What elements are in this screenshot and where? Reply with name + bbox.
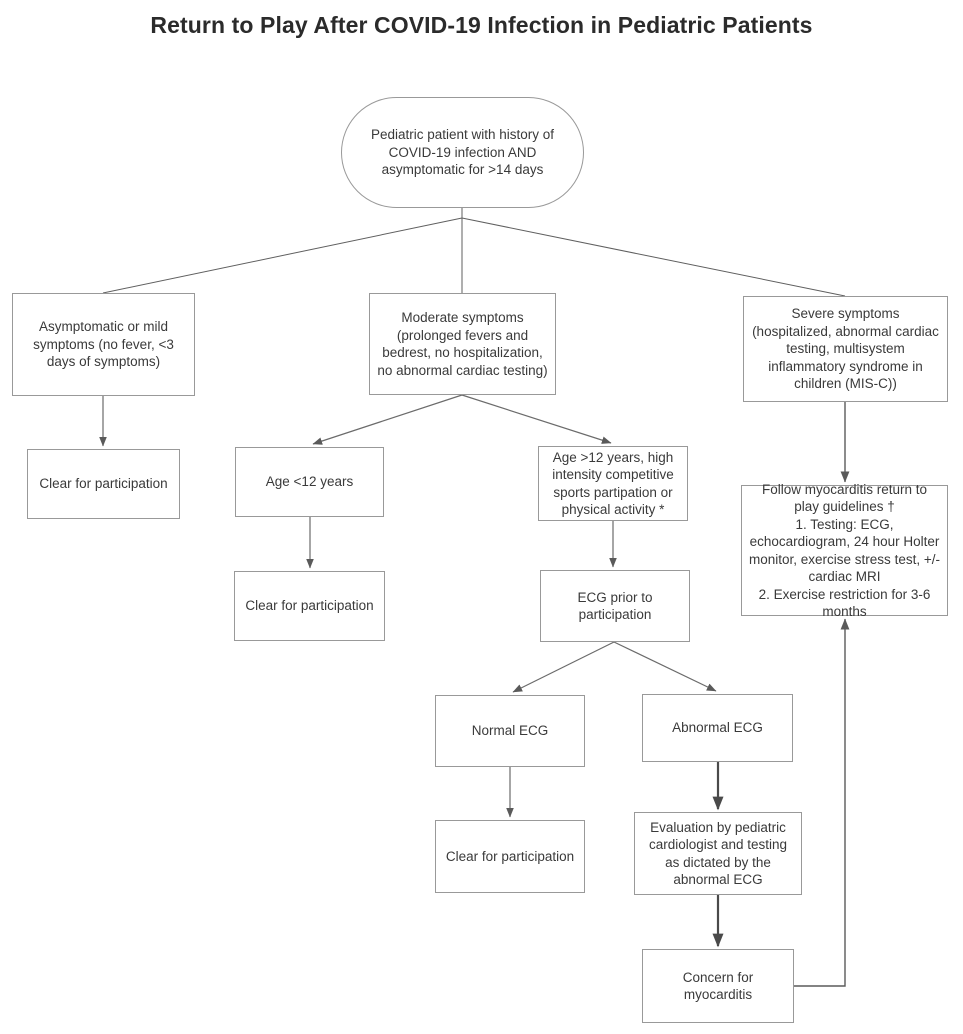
- node-age-over-12[interactable]: Age >12 years, high intensity competitiv…: [538, 446, 688, 521]
- node-moderate-symptoms-label: Moderate symptoms (prolonged fevers and …: [377, 310, 548, 378]
- page-title: Return to Play After COVID-19 Infection …: [150, 12, 813, 38]
- node-clear-for-participation-2[interactable]: Clear for participation: [234, 571, 385, 641]
- edge-root-to-severe: [461, 217, 846, 297]
- node-age-under-12[interactable]: Age <12 years: [235, 447, 384, 517]
- node-normal-ecg-label: Normal ECG: [471, 723, 549, 739]
- node-ecg-prior-to-participation[interactable]: ECG prior to participation: [540, 570, 690, 642]
- node-mild-symptoms-label: Asymptomatic or mild symptoms (no fever,…: [33, 319, 174, 370]
- node-severe-symptoms-label: Severe symptoms (hospitalized, abnormal …: [752, 306, 939, 392]
- node-normal-ecg[interactable]: Normal ECG: [435, 695, 585, 767]
- node-age-over-12-label: Age >12 years, high intensity competitiv…: [552, 449, 674, 518]
- edge-ecg-to-normal: [512, 641, 615, 693]
- node-cardiology-evaluation[interactable]: Evaluation by pediatric cardiologist and…: [634, 812, 802, 895]
- edge-moderate-to-age-over-12: [461, 394, 612, 444]
- node-severe-symptoms[interactable]: Severe symptoms (hospitalized, abnormal …: [743, 296, 948, 402]
- edge-root-to-mild: [102, 208, 463, 294]
- node-age-under-12-label: Age <12 years: [265, 474, 354, 490]
- node-ecg-prior-to-participation-label: ECG prior to participation: [577, 589, 653, 623]
- edge-moderate-to-age-under-12: [312, 394, 463, 445]
- node-clear-for-participation-3-label: Clear for participation: [445, 848, 575, 864]
- node-myocarditis-guidelines[interactable]: Follow myocarditis return to play guidel…: [741, 482, 948, 619]
- node-concern-for-myocarditis[interactable]: Concern for myocarditis: [642, 949, 794, 1023]
- node-clear-for-participation-2-label: Clear for participation: [245, 598, 374, 614]
- node-root[interactable]: Pediatric patient with history of COVID-…: [341, 97, 584, 208]
- edge-ecg-to-abnormal: [613, 641, 717, 692]
- node-mild-symptoms[interactable]: Asymptomatic or mild symptoms (no fever,…: [12, 293, 195, 396]
- edge-concern-to-guidelines: [794, 618, 850, 987]
- node-concern-for-myocarditis-label: Concern for myocarditis: [682, 969, 754, 1003]
- node-abnormal-ecg[interactable]: Abnormal ECG: [642, 694, 793, 762]
- node-clear-for-participation-3[interactable]: Clear for participation: [435, 820, 585, 893]
- node-clear-for-participation-1-label: Clear for participation: [39, 476, 168, 492]
- node-clear-for-participation-1[interactable]: Clear for participation: [27, 449, 180, 519]
- node-abnormal-ecg-label: Abnormal ECG: [672, 720, 763, 736]
- node-root-label: Pediatric patient with history of COVID-…: [370, 127, 555, 178]
- node-moderate-symptoms[interactable]: Moderate symptoms (prolonged fevers and …: [369, 293, 556, 395]
- node-cardiology-evaluation-label: Evaluation by pediatric cardiologist and…: [648, 819, 788, 888]
- node-myocarditis-guidelines-label: Follow myocarditis return to play guidel…: [749, 481, 940, 620]
